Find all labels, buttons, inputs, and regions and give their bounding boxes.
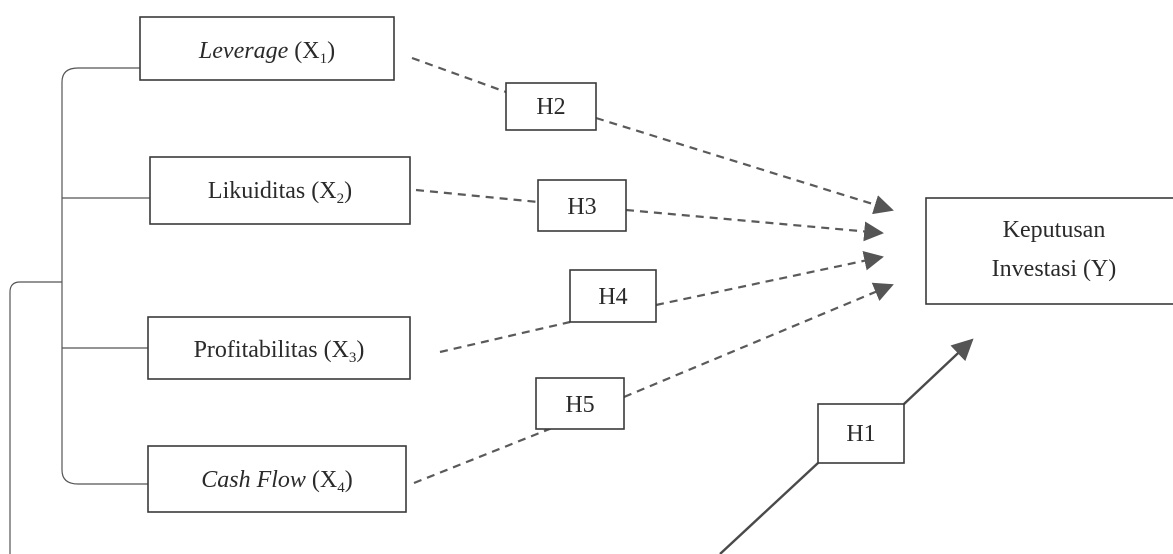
cash-flow-label: Cash Flow bbox=[201, 467, 306, 493]
hypothesis-h2: H2 bbox=[505, 82, 597, 131]
likuiditas-label: Likuiditas bbox=[208, 178, 305, 204]
svg-text:Likuiditas (X2): Likuiditas (X2) bbox=[208, 178, 352, 207]
svg-text:Leverage (X1): Leverage (X1) bbox=[198, 38, 335, 67]
svg-text:H5: H5 bbox=[565, 392, 594, 418]
path-h2 bbox=[411, 56, 894, 215]
dependent-line1: Keputusan bbox=[1003, 217, 1106, 243]
path-h1 bbox=[719, 338, 974, 554]
left-bracket bbox=[61, 67, 148, 485]
box-likuiditas: Likuiditas (X2) bbox=[149, 156, 411, 225]
svg-text:Profitabilitas (X3): Profitabilitas (X3) bbox=[194, 337, 365, 366]
svg-text:H4: H4 bbox=[598, 284, 627, 310]
svg-text:H3: H3 bbox=[567, 194, 596, 220]
svg-text:H1: H1 bbox=[846, 421, 875, 447]
hypothesis-h1: H1 bbox=[817, 403, 905, 464]
leverage-label: Leverage bbox=[198, 38, 289, 64]
dependent-line2: Investasi (Y) bbox=[992, 256, 1117, 282]
box-keputusan-investasi: Keputusan Investasi (Y) bbox=[925, 197, 1173, 305]
box-profitabilitas: Profitabilitas (X3) bbox=[147, 316, 411, 380]
path-h3 bbox=[415, 188, 884, 242]
path-h5 bbox=[413, 282, 894, 485]
box-leverage: Leverage (X1) bbox=[139, 16, 395, 81]
outer-bracket bbox=[9, 281, 62, 554]
hypothesis-h4: H4 bbox=[569, 269, 657, 323]
path-h4 bbox=[439, 251, 884, 354]
svg-text:H2: H2 bbox=[536, 94, 565, 120]
svg-text:Cash Flow (X4): Cash Flow (X4) bbox=[201, 467, 353, 496]
hypothesis-h3: H3 bbox=[537, 179, 627, 232]
hypothesis-h5: H5 bbox=[535, 377, 625, 430]
box-cash-flow: Cash Flow (X4) bbox=[147, 445, 407, 513]
profitabilitas-label: Profitabilitas bbox=[194, 337, 318, 363]
